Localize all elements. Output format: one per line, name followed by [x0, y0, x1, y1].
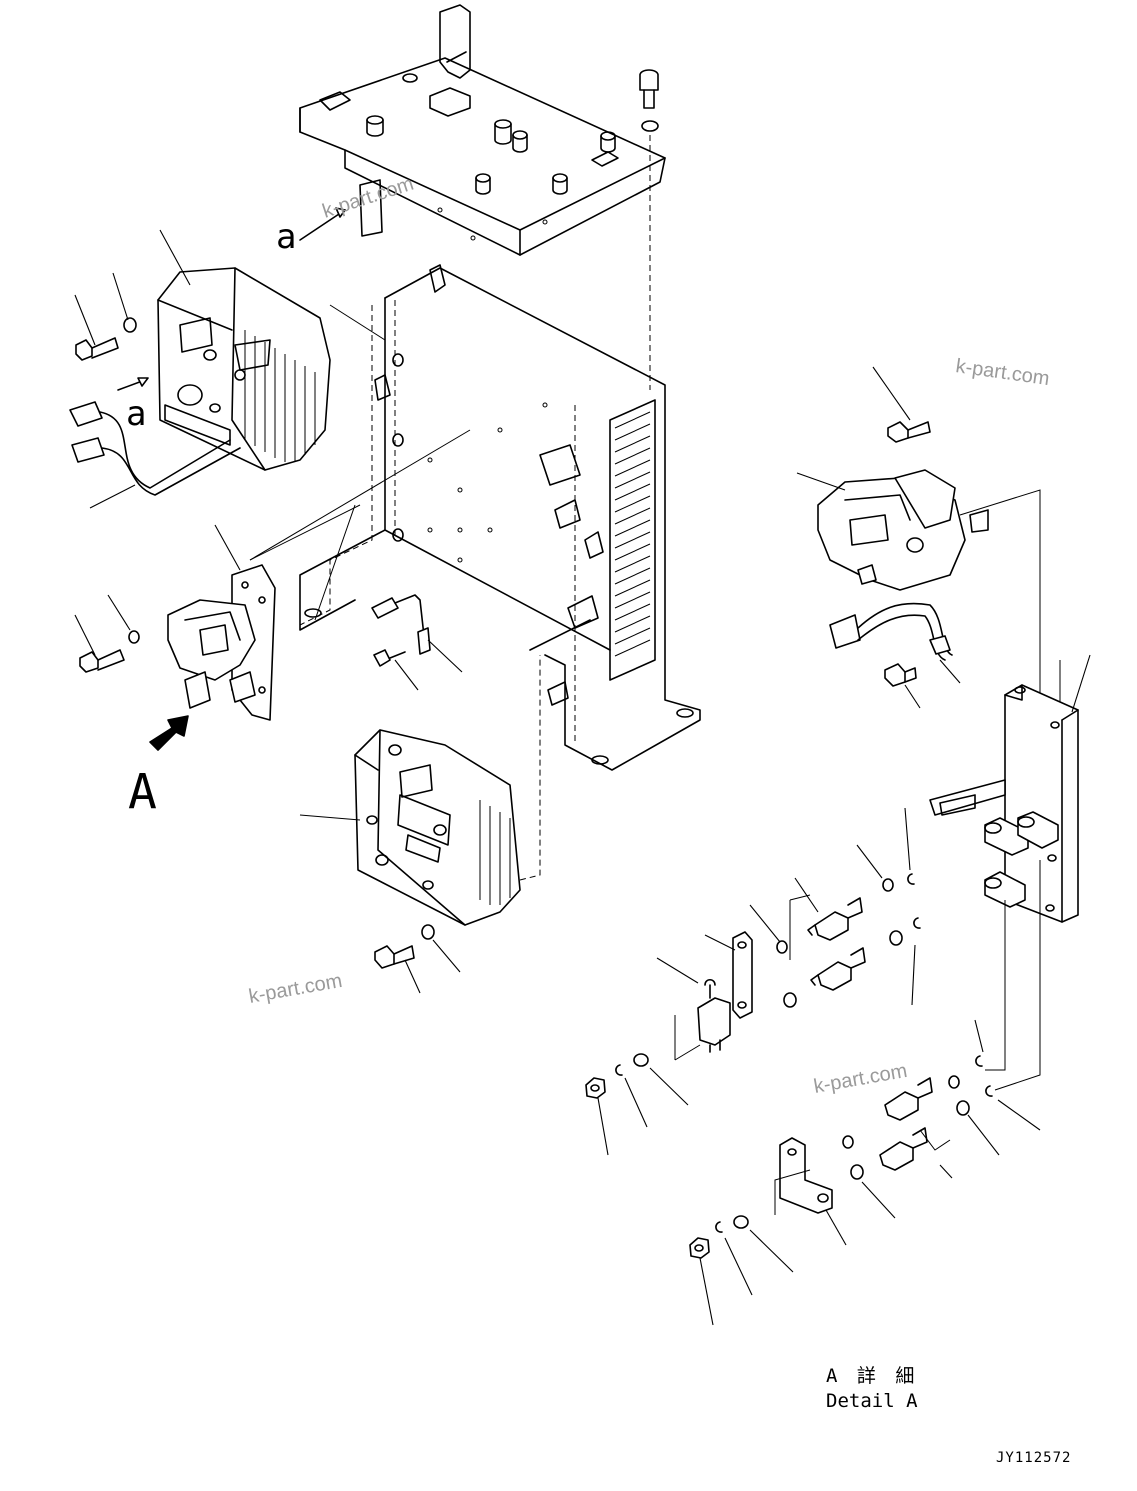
bolt-lower-controller: [374, 924, 435, 969]
terminal-wire: [371, 594, 431, 667]
bracket-frame: [299, 264, 701, 771]
detail-a-small-parts: [585, 873, 993, 1259]
upper-controller-unit: [157, 267, 331, 471]
upper-wire-harness: [69, 401, 241, 496]
bolt-right-upper: [887, 421, 931, 443]
bolt-upper-left: [75, 317, 137, 361]
drawing-code: JY112572: [996, 1450, 1071, 1466]
ref-label-a-top: a: [276, 217, 296, 257]
top-mounting-plate: [299, 4, 666, 256]
watermark: k-part.com: [812, 1060, 909, 1098]
view-a-marker: A: [128, 764, 157, 820]
screw-right: [884, 663, 917, 687]
detail-a-base-plate: [929, 684, 1079, 923]
contactor-assembly-a: [167, 564, 276, 721]
right-contactor-assembly: [817, 469, 989, 661]
bolt-mid-left: [79, 630, 140, 673]
detail-title-en: Detail A: [826, 1390, 918, 1412]
ref-label-a-left: a: [126, 394, 146, 434]
watermark: k-part.com: [247, 970, 344, 1008]
top-bolt: [639, 69, 659, 390]
grouping-brackets: [674, 860, 1041, 1215]
detail-title-jp: A 詳 細: [826, 1365, 918, 1387]
lower-controller-unit: [354, 729, 521, 926]
leader-lines: [74, 229, 1091, 1326]
watermark: k-part.com: [954, 355, 1051, 390]
